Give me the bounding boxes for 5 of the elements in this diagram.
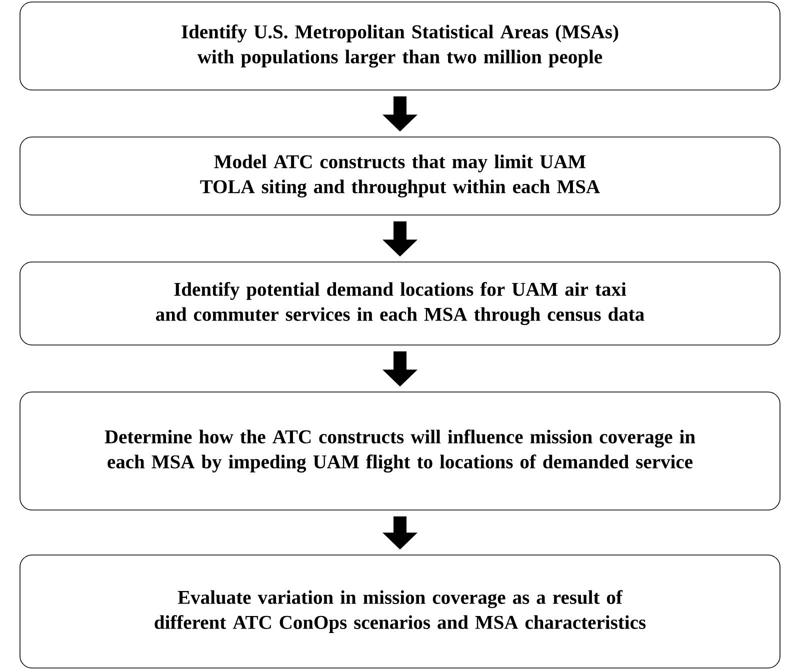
process-box: Evaluate variation in mission coverage as a result of different ATC ConOps scenarios and MSA characteristics [20,554,780,668]
process-box: Identify potential demand locations for UAM air taxi and commuter services in each MSA through census data [20,262,780,346]
process-box: Model ATC constructs that may limit UAM TOLA siting and throughput within each MSA [20,136,780,216]
process-box: Determine how the ATC constructs will influence mission coverage in each MSA by impeding UAM flight to locations of demanded service [20,392,780,510]
process-box: Identify U.S. Metropolitan Statistical Areas (MSAs) with populations larger than two million people [20,2,780,90]
